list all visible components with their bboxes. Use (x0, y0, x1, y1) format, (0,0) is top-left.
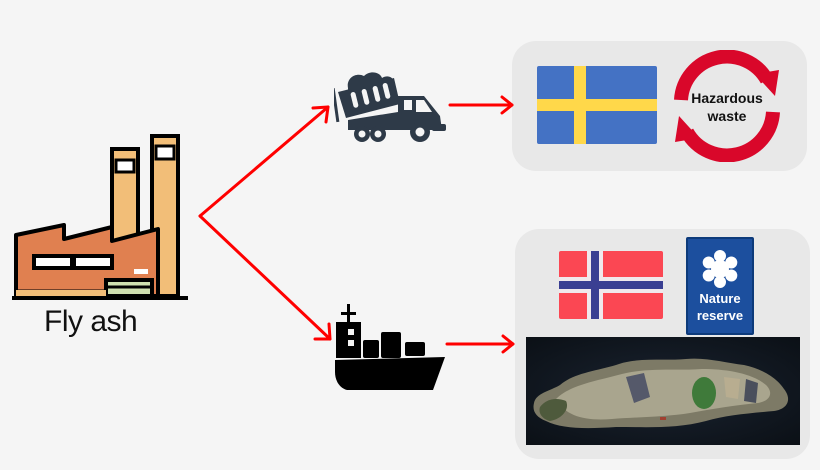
nature-reserve-label-line2: reserve (696, 308, 744, 323)
dump-truck-icon (334, 72, 446, 142)
arrow-to-truck (198, 105, 330, 218)
arrow-to-ship (198, 214, 332, 341)
hazardous-label-line1: Hazardous (691, 90, 763, 106)
norway-flag (559, 251, 663, 319)
island-satellite-image (526, 337, 800, 445)
hazardous-waste-badge: Hazardous waste (671, 50, 783, 162)
nature-reserve-sign: Nature reserve (686, 237, 754, 335)
snowflake-sign-icon (702, 250, 738, 288)
fly-ash-label: Fly ash (44, 305, 138, 338)
cargo-ship-icon (335, 304, 445, 390)
factory-icon (12, 134, 188, 300)
hazardous-label-line2: waste (707, 108, 747, 124)
nature-reserve-label-line1: Nature (699, 291, 741, 306)
recycle-arrows-icon (674, 50, 780, 162)
sweden-flag (537, 66, 657, 144)
